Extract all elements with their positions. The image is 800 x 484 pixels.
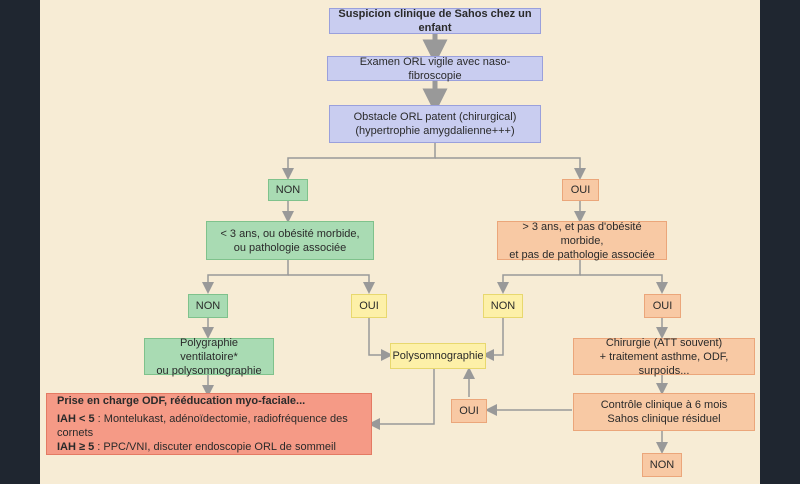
node-non-3: NON: [642, 453, 682, 477]
node-oui-2b: OUI: [644, 294, 681, 318]
node-non-3-text: NON: [649, 459, 675, 471]
node-prise-iah2: IAH ≥ 5 : PPC/VNI, discuter endoscopie O…: [57, 440, 336, 454]
node-left-criteria: < 3 ans, ou obésité morbide, ou patholog…: [206, 221, 374, 260]
node-polygraphie-line1: Polygraphie ventilatoire*: [179, 336, 239, 363]
node-oui-3-text: OUI: [459, 405, 479, 417]
node-obstacle: Obstacle ORL patent (chirurgical) (hyper…: [329, 105, 541, 143]
node-prise-iah2-text: : PPC/VNI, discuter endoscopie ORL de so…: [94, 441, 336, 453]
node-left-criteria-line1: < 3 ans, ou obésité morbide,: [220, 227, 360, 240]
node-obstacle-line2: (hypertrophie amygdalienne+++): [355, 125, 515, 137]
node-prise-iah1-label: IAH < 5: [57, 413, 95, 425]
node-oui-2a-text: OUI: [359, 300, 379, 312]
node-exam-text: Examen ORL vigile avec naso-fibroscopie: [359, 55, 511, 82]
arrow-obstacle-oui: [435, 157, 586, 180]
node-right-criteria: > 3 ans, et pas d'obésité morbide, et pa…: [497, 220, 667, 261]
node-polygraphie-line2: ou polysomnographie: [156, 364, 262, 377]
arrow-rightcrit-oui: [580, 274, 668, 294]
node-non-2a: NON: [188, 294, 228, 318]
node-controle-line1: Contrôle clinique à 6 mois: [600, 399, 728, 411]
node-polygraphie: Polygraphie ventilatoire* ou polysomnogr…: [144, 336, 274, 377]
arrow-leftcrit-oui: [288, 274, 375, 294]
node-controle: Contrôle clinique à 6 mois Sahos cliniqu…: [573, 393, 755, 431]
node-prise-iah1-text: : Montelukast, adénoïdectomie, radiofréq…: [57, 413, 348, 439]
node-prise-iah2-label: IAH ≥ 5: [57, 441, 95, 453]
arrow-leftcrit-non: [202, 260, 289, 294]
node-prise-iah1: IAH < 5 : Montelukast, adénoïdectomie, r…: [57, 412, 361, 440]
node-polysomnographie: Polysomnographie: [390, 343, 486, 369]
node-exam: Examen ORL vigile avec naso-fibroscopie: [327, 55, 543, 82]
node-non-2b: NON: [483, 294, 523, 318]
node-controle-line2: Sahos clinique résiduel: [607, 413, 721, 425]
node-suspicion-text: Suspicion clinique de Sahos chez un enfa…: [338, 8, 532, 34]
node-oui-1-text: OUI: [570, 184, 591, 196]
node-oui-2b-text: OUI: [652, 300, 673, 312]
arrow-obstacle-non: [282, 143, 436, 180]
node-oui-1: OUI: [562, 179, 599, 201]
arrow-rightcrit-non: [497, 260, 581, 294]
node-chirurgie-line2: + traitement asthme, ODF, surpoids...: [599, 350, 729, 377]
node-oui-3: OUI: [451, 399, 487, 423]
arrow-non-polysomno: [482, 317, 504, 361]
node-polysomnographie-text: Polysomnographie: [392, 350, 484, 362]
arrow-oui-polysomno: [368, 317, 393, 361]
node-prise-title: Prise en charge ODF, rééducation myo-fac…: [57, 395, 306, 407]
node-chirurgie-line1: Chirurgie (ATT souvent): [605, 336, 723, 349]
node-non-2b-text: NON: [490, 300, 516, 312]
node-obstacle-line1: Obstacle ORL patent (chirurgical): [353, 111, 517, 123]
node-chirurgie: Chirurgie (ATT souvent) + traitement ast…: [573, 336, 755, 377]
node-left-criteria-line2: ou pathologie associée: [233, 241, 347, 254]
node-non-1: NON: [268, 179, 308, 201]
flowchart-canvas: Suspicion clinique de Sahos chez un enfa…: [40, 0, 760, 484]
arrow-polysomno-prise: [368, 369, 435, 430]
node-oui-2a: OUI: [351, 294, 387, 318]
connector-lines: [202, 34, 668, 454]
node-non-2a-text: NON: [195, 300, 221, 312]
node-right-criteria-line1: > 3 ans, et pas d'obésité morbide,: [522, 220, 642, 247]
node-suspicion: Suspicion clinique de Sahos chez un enfa…: [329, 8, 541, 34]
node-prise-en-charge: Prise en charge ODF, rééducation myo-fac…: [46, 393, 372, 455]
node-non-1-text: NON: [275, 184, 301, 196]
node-right-criteria-line2: et pas de pathologie associée: [509, 248, 655, 261]
